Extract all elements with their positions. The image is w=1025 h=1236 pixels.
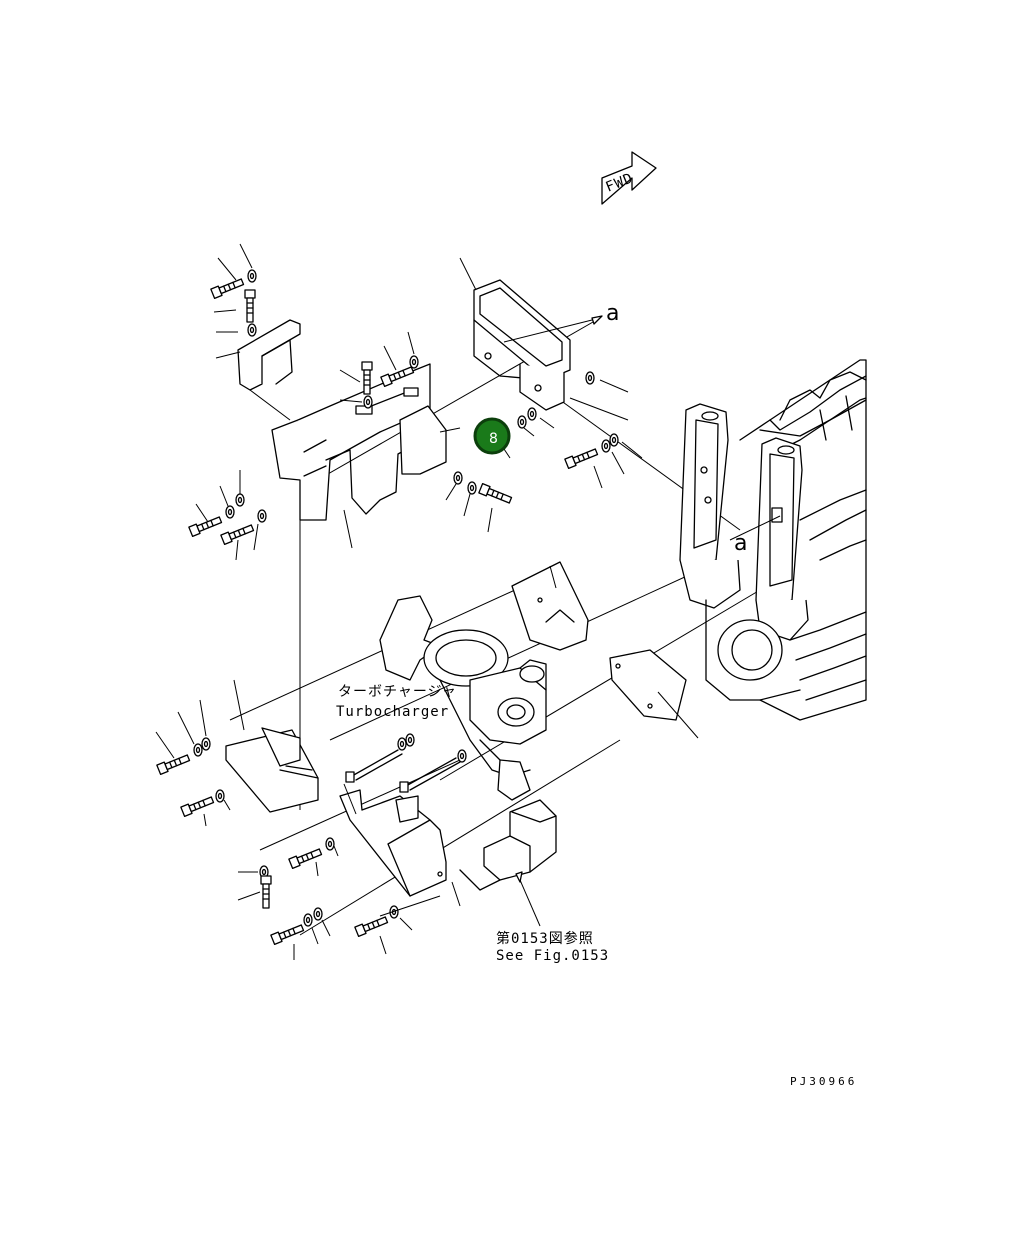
fwd-label: FWD: [604, 170, 636, 195]
drawing-number: PJ30966: [790, 1075, 857, 1088]
lower-middle-bracket: [288, 783, 461, 907]
turbocharger-label: ターボチャージャ Turbocharger: [336, 684, 457, 720]
upper-middle-bolts: [339, 331, 419, 409]
reference-letter-top: a: [606, 301, 619, 326]
reference-note: 第0153図参照 See Fig.0153: [496, 930, 609, 964]
long-studs: [345, 733, 467, 793]
lower-left-bracket: [155, 679, 319, 909]
reference-note-jp: 第0153図参照: [496, 930, 594, 947]
callout-8-marker[interactable]: 8: [473, 417, 511, 455]
left-middle-bolts: [188, 470, 267, 561]
turbo-outlet-shield: [511, 561, 589, 651]
fasteners-near-callout: [445, 371, 643, 533]
right-heat-shield: [609, 649, 699, 739]
reference-letter-side: a: [734, 531, 747, 556]
upper-heat-shield: [271, 363, 461, 549]
fwd-arrow-icon: FWD: [601, 151, 657, 205]
turbocharger-label-en: Turbocharger: [336, 704, 449, 720]
upper-left-bracket: [210, 243, 301, 421]
bottom-bolts: [270, 895, 441, 960]
reference-note-en: See Fig.0153: [496, 948, 609, 964]
turbocharger: [379, 595, 547, 801]
engine-mount-brackets: a: [679, 403, 809, 701]
upper-cover-plate: a: [459, 257, 619, 411]
turbocharger-label-jp: ターボチャージャ: [338, 684, 457, 700]
callout-number: 8: [489, 431, 498, 447]
lower-right-bracket: [459, 799, 557, 927]
